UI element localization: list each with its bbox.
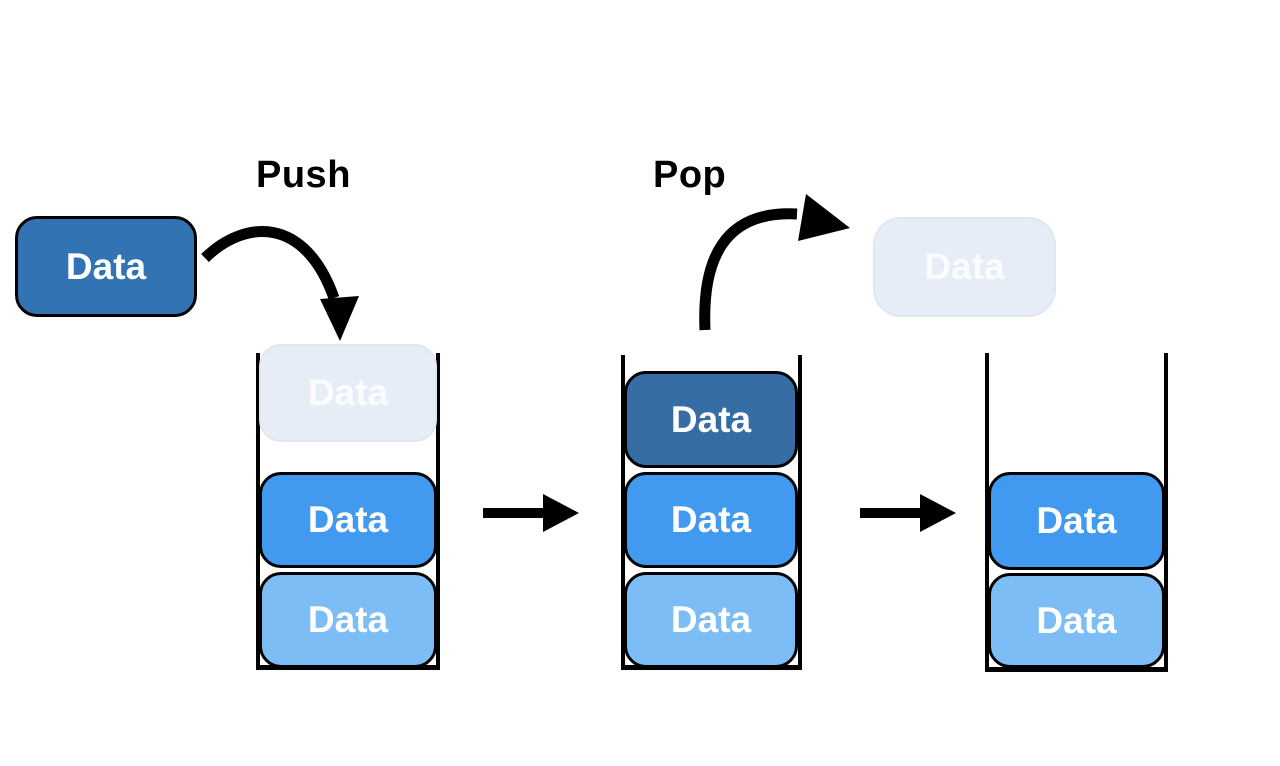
stack-after-push: Data Data Data bbox=[621, 355, 802, 670]
slot-label: Data bbox=[1036, 500, 1117, 541]
slot-label: Data bbox=[307, 372, 389, 413]
slot-label: Data bbox=[670, 398, 752, 440]
stack-slot: Data bbox=[988, 472, 1165, 570]
pop-arrow-icon bbox=[699, 194, 850, 331]
stack-slot: Data bbox=[624, 572, 798, 668]
transition-arrow-2-icon bbox=[860, 494, 956, 532]
incoming-data-box: Data bbox=[15, 216, 197, 317]
stack-slot: Data bbox=[624, 371, 798, 468]
incoming-data-label: Data bbox=[65, 245, 147, 287]
slot-label: Data bbox=[307, 499, 389, 540]
push-label: Push bbox=[256, 154, 351, 196]
stack-slot: Data bbox=[259, 572, 437, 668]
pop-label: Pop bbox=[653, 154, 727, 196]
stack-before-push: Data Data Data bbox=[256, 344, 440, 670]
stack-slot: Data bbox=[259, 344, 437, 442]
popped-data-label: Data bbox=[924, 246, 1005, 287]
transition-arrow-1-icon bbox=[483, 494, 579, 532]
slot-label: Data bbox=[1036, 599, 1117, 641]
stack-slot: Data bbox=[988, 573, 1165, 668]
stack-slot: Data bbox=[259, 472, 437, 568]
push-arrow-icon bbox=[201, 226, 359, 341]
slot-label: Data bbox=[307, 599, 389, 640]
slot-label: Data bbox=[670, 499, 752, 540]
popped-data-box: Data bbox=[873, 217, 1056, 317]
slot-label: Data bbox=[670, 599, 752, 640]
stack-after-pop: Data Data bbox=[985, 353, 1168, 672]
stack-slot: Data bbox=[624, 472, 798, 568]
